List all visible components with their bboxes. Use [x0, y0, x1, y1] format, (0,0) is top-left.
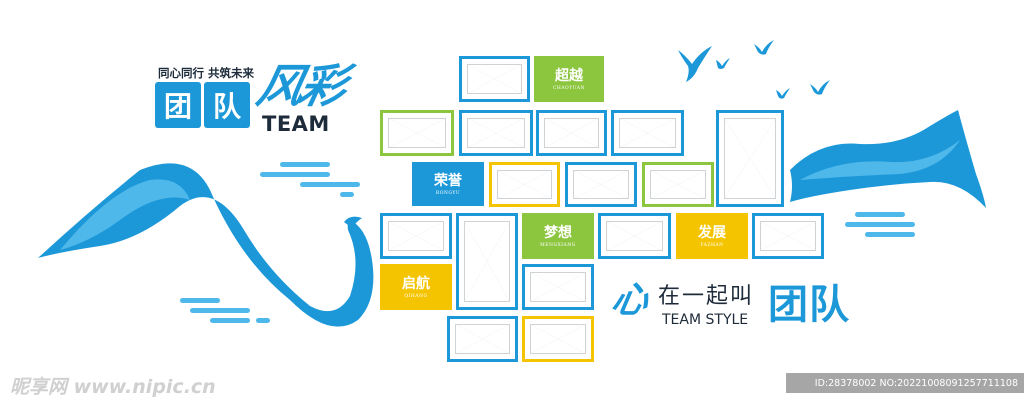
bird-icon — [754, 40, 774, 55]
label-rongyu-py: RONGYU — [435, 190, 461, 196]
watermark-id-text: ID:28378002 NO:20221008091257711108 — [814, 377, 1018, 389]
photo-frame — [459, 56, 530, 102]
photo-frame — [489, 162, 560, 207]
fengcai-calligraphy: 风彩 — [252, 59, 348, 113]
photo-frame — [380, 213, 452, 259]
slogan-xin-calligraphy: 心 — [608, 279, 652, 321]
label-rongyu-cn: 荣誉 — [434, 172, 462, 189]
title-slogan: 同心同行 共筑未来 — [158, 66, 255, 80]
photo-frame — [565, 162, 637, 207]
label-mengxiang-py: MENGXIANG — [540, 242, 576, 248]
photo-frame — [522, 264, 594, 310]
label-chaoyue-py: CHAOYUAN — [552, 85, 586, 91]
team-english: TEAM — [262, 112, 330, 136]
cloud-lines-left-top — [260, 162, 360, 197]
label-chaoyue: 超越 CHAOYUAN — [534, 56, 604, 102]
slogan-text: 在一起叫 — [658, 284, 755, 309]
label-mengxiang-cn: 梦想 — [544, 224, 572, 241]
label-mengxiang: 梦想 MENGXIANG — [522, 213, 594, 259]
team-box-dui: 队 — [204, 82, 250, 128]
cloud-lines-left-bottom — [180, 298, 270, 323]
photo-frame-tall — [716, 110, 784, 207]
label-qihang-py: QIHANG — [404, 293, 428, 299]
bird-icon — [810, 80, 830, 95]
bird-icon — [678, 46, 712, 82]
label-fazhan: 发展 FAZHAN — [676, 213, 748, 259]
photo-frame — [380, 110, 454, 156]
watermark-id-bar: ID:28378002 NO:20221008091257711108 — [786, 373, 1024, 393]
slogan-english: TEAM STYLE — [662, 312, 749, 328]
watermark-logo: 昵享网 www.nipic.cn — [10, 376, 216, 398]
photo-frame — [447, 316, 518, 362]
photo-frame — [752, 213, 824, 259]
label-qihang-cn: 启航 — [402, 275, 430, 292]
bird-icon — [716, 58, 730, 69]
photo-frame — [598, 213, 671, 259]
cloud-lines-right — [845, 212, 915, 237]
photo-frame — [642, 162, 714, 207]
bird-icon — [776, 88, 790, 99]
photo-frame — [522, 316, 594, 362]
label-chaoyue-cn: 超越 — [555, 67, 583, 84]
slogan-tuandui: 团队 — [768, 282, 850, 328]
label-fazhan-py: FAZHAN — [700, 242, 724, 248]
team-box-tuan-text: 团 — [163, 90, 192, 123]
swan-ribbon-decoration — [38, 163, 374, 327]
label-fazhan-cn: 发展 — [698, 224, 726, 241]
ribbon-right-decoration — [790, 110, 986, 208]
photo-frame-tall — [456, 213, 518, 310]
team-box-dui-text: 队 — [212, 90, 241, 123]
team-box-tuan: 团 — [155, 82, 201, 128]
label-qihang: 启航 QIHANG — [380, 264, 452, 310]
photo-frame — [611, 110, 684, 156]
photo-frame — [536, 110, 607, 156]
photo-frame — [459, 110, 533, 156]
birds-decoration — [678, 40, 830, 99]
label-rongyu: 荣誉 RONGYU — [412, 162, 484, 206]
